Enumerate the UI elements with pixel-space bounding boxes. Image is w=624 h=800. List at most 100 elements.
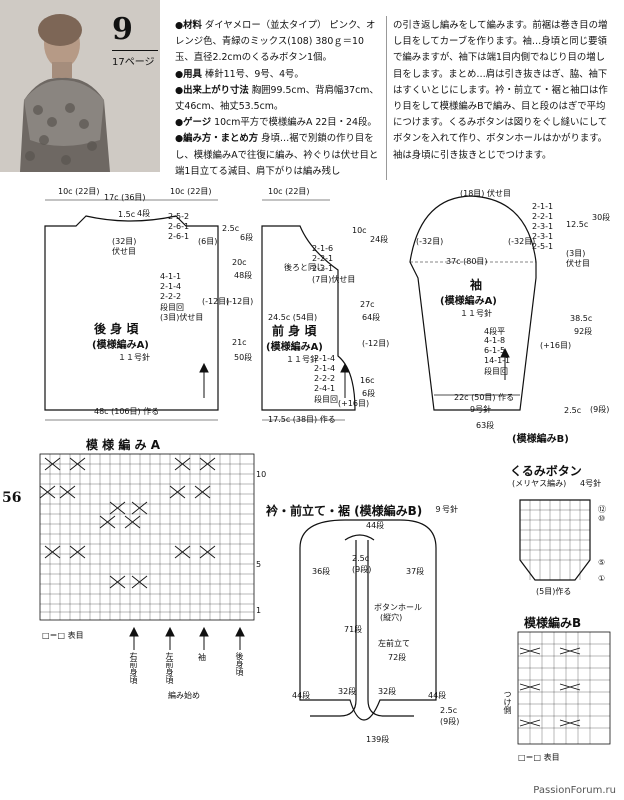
materials-item: ●編み方・まとめ方 身頃…裾で別鎖の作り目をし、模様編みAで往復に編み、衿ぐりは… xyxy=(175,133,379,177)
sleeve-dim-label: 63段 xyxy=(476,421,495,430)
sleeve-dim-label: (-32目) xyxy=(508,237,536,246)
button-label: ① xyxy=(598,574,606,583)
front-dim-label: 16c xyxy=(360,376,375,385)
back-dim-label: 2.5c xyxy=(222,224,240,233)
back-dim-label: 2-1-4 xyxy=(160,282,182,291)
front-dim-label: 2-4-1 xyxy=(314,384,336,393)
button-label: ⑩ xyxy=(598,514,606,523)
front-dim-label: (+16目) xyxy=(338,399,370,408)
collar-dim-label: 44段 xyxy=(428,691,447,700)
sleeve-dim-label: 9号針 xyxy=(470,405,492,414)
sleeve-dim-label: 2-2-1 xyxy=(532,212,554,221)
pattern-a-column-label: 左前身頃 xyxy=(165,652,174,684)
collar-dim-label: 32段 xyxy=(338,687,357,696)
materials-column: ●材料 ダイヤメロー（並太タイプ） ピンク、オレンジ色、青緑のミックス(108)… xyxy=(175,18,381,180)
collar-dim-label: 44段 xyxy=(366,521,385,530)
back-dim-label: 10c (22目) xyxy=(170,187,212,196)
instructions-text: の引き返し編みをして編みます。前裾は巻き目の増し目をしてカーブを作ります。袖…身… xyxy=(393,20,608,161)
front-dim-label: 10c xyxy=(352,226,367,235)
pattern-a-legend: □＝□ 表目 xyxy=(42,631,84,640)
front-dim-label: 6段 xyxy=(362,389,376,398)
front-body-needle: １１号針 xyxy=(286,355,318,364)
back-dim-label: 2-2-2 xyxy=(160,292,182,301)
front-dim-label: 64段 xyxy=(362,313,381,322)
back-dim-label: 伏せ目 xyxy=(112,247,136,256)
back-body-subtitle: (模様編みA) xyxy=(92,340,149,351)
sleeve-dim-label: 6-1-5 xyxy=(484,346,506,355)
front-dim-label: 段目回 xyxy=(314,395,338,404)
front-dim-label: 27c xyxy=(360,300,375,309)
pattern-a-row-mark: 10 xyxy=(256,470,267,479)
back-dim-label: 6段 xyxy=(240,233,254,242)
sleeve-dim-label: 30段 xyxy=(592,213,611,222)
back-dim-label: (6目) xyxy=(198,237,218,246)
sleeve-needle: １１号針 xyxy=(460,309,492,318)
collar-dim-label: 36段 xyxy=(312,567,331,576)
instructions-column: の引き返し編みをして編みます。前裾は巻き目の増し目をしてカーブを作ります。袖…身… xyxy=(393,18,613,164)
button-subtitle: (メリヤス編み) xyxy=(512,479,567,488)
front-body-subtitle: (模様編みA) xyxy=(266,342,323,353)
collar-dim-label: 71段 xyxy=(344,625,363,634)
collar-dim-label: (縦穴) xyxy=(380,613,403,622)
page-reference: 17ページ xyxy=(112,50,158,68)
collar-dim-label: (9段) xyxy=(352,565,372,574)
sleeve-dim-label: 12.5c xyxy=(566,220,589,229)
sleeve-dim-label: (3目) xyxy=(566,249,586,258)
footer-watermark: PassionForum.ru xyxy=(533,785,616,796)
back-dim-label: 4段 xyxy=(137,209,151,218)
sleeve-dim-label: 38.5c xyxy=(570,314,593,323)
sleeve-dim-label: 伏せ目 xyxy=(566,259,590,268)
front-dim-label: 2-1-4 xyxy=(314,364,336,373)
sleeve-dim-label: (模様編みB) xyxy=(512,434,569,445)
front-dim-label: 10c (22目) xyxy=(268,187,310,196)
sleeve-dim-label: (+16目) xyxy=(540,341,572,350)
materials-item: ●出来上がり寸法 胸囲99.5cm、背肩幅37cm、丈46cm、袖丈53.5cm… xyxy=(175,84,379,113)
sleeve-dim-label: 2.5c xyxy=(564,406,582,415)
back-dim-label: 50段 xyxy=(234,353,253,362)
front-dim-label: 17.5c (38目) 作る xyxy=(268,415,336,424)
pattern-a-row-mark: 1 xyxy=(256,606,262,615)
back-dim-label: 2-5-2 xyxy=(168,212,190,221)
back-body-title: 後 身 頃 xyxy=(94,322,139,336)
button-label: ⑫ xyxy=(598,505,606,514)
sleeve-dim-label: 2-1-1 xyxy=(532,202,554,211)
sleeve-dim-label: 2-5-1 xyxy=(532,242,554,251)
sleeve-dim-label: 37c (80目) xyxy=(446,257,488,266)
sleeve-dim-label: 4段平 xyxy=(484,327,506,336)
back-dim-label: 4-1-1 xyxy=(160,272,182,281)
collar-dim-label: 72段 xyxy=(388,653,407,662)
front-dim-label: 2-1-4 xyxy=(314,354,336,363)
button-needle: 4号針 xyxy=(580,479,602,488)
materials-item: ●ゲージ 10cm平方で模様編みA 22目・24段。 xyxy=(175,117,377,129)
collar-needle: ９号針 xyxy=(434,505,458,514)
pattern-a-column-label: 右前身頃 xyxy=(129,652,138,684)
sleeve-subtitle: (模様編みA) xyxy=(440,296,497,307)
sleeve-dim-label: (9段) xyxy=(590,405,610,414)
sleeve-dim-label: 2-3-1 xyxy=(532,232,554,241)
sleeve-dim-label: (18目) 伏せ目 xyxy=(460,189,511,198)
front-body-title: 前 身 頃 xyxy=(272,324,317,338)
sleeve-dim-label: 22c (50目) 作る xyxy=(454,393,515,402)
front-dim-label: 2-3-1 xyxy=(312,264,334,273)
back-dim-label: (-12目) xyxy=(202,297,230,306)
front-dim-label: 24.5c (54目) xyxy=(268,313,318,322)
sleeve-title: 袖 xyxy=(470,278,483,292)
back-dim-label: (3目)伏せ目 xyxy=(160,313,204,322)
front-dim-label: 2-2-1 xyxy=(312,254,334,263)
pattern-a-title: 模 様 編 み A xyxy=(86,438,160,452)
sleeve-dim-label: 92段 xyxy=(574,327,593,336)
back-dim-label: 2-6-1 xyxy=(168,222,190,231)
pattern-a-column-label: 後身頃 xyxy=(235,652,244,676)
pattern-number: 9 xyxy=(112,12,133,47)
collar-dim-label: 139段 xyxy=(366,735,390,744)
back-dim-label: 48段 xyxy=(234,271,253,280)
collar-dim-label: 44段 xyxy=(292,691,311,700)
back-dim-label: 21c xyxy=(232,338,247,347)
collar-dim-label: 2.5c xyxy=(440,706,458,715)
sleeve-dim-label: 段目回 xyxy=(484,367,508,376)
collar-dim-label: 37段 xyxy=(406,567,425,576)
collar-dim-label: 2.5c xyxy=(352,554,370,563)
button-title: くるみボタン xyxy=(510,464,582,478)
model-photo xyxy=(0,0,160,172)
